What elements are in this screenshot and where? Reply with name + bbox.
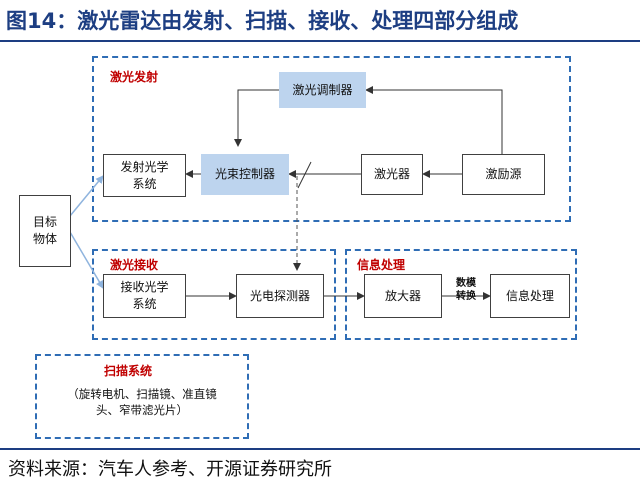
group-receiving-label: 激光接收	[110, 258, 159, 272]
adc-note-line-1: 数模	[456, 278, 476, 289]
group-processing	[345, 249, 577, 340]
link-target-to-rx-optics	[69, 231, 104, 289]
node-amplifier-label: 放大器	[384, 288, 421, 303]
node-target-line-1: 目标	[32, 215, 57, 229]
group-processing-label: 信息处理	[357, 258, 406, 272]
node-laser-modulator-label: 激光调制器	[292, 82, 353, 97]
node-tx-optics-line-1: 发射光学	[120, 159, 169, 174]
node-target-object: 目标 物体	[19, 195, 71, 267]
group-emission-label: 激光发射	[110, 70, 159, 84]
node-photodetector: 光电探测器	[236, 274, 324, 318]
node-info-processing-label: 信息处理	[505, 288, 554, 303]
link-target-to-tx-optics	[69, 175, 104, 217]
node-target-line-2: 物体	[32, 232, 57, 246]
link-excitation-to-modulator	[365, 86, 503, 154]
node-rx-optics-line-2: 系统	[132, 297, 157, 311]
node-tx-optics-line-2: 系统	[132, 176, 157, 191]
figure-title: 图14：激光雷达由发射、扫描、接收、处理四部分组成	[6, 9, 519, 33]
node-rx-optics-line-1: 接收光学	[120, 280, 169, 294]
scanning-desc-line-1: （旋转电机、扫描镜、准直镜	[67, 387, 217, 401]
title-divider	[0, 40, 640, 42]
scanning-desc-line-2: 头、窄带滤光片）	[96, 403, 188, 417]
group-emission	[92, 56, 571, 222]
adc-note: 数模 转换	[446, 277, 486, 303]
source-divider	[0, 448, 640, 450]
scanning-components-desc: （旋转电机、扫描镜、准直镜 头、窄带滤光片）	[40, 386, 244, 418]
link-modulator-to-beam-ctrl	[234, 89, 279, 147]
node-photodetector-label: 光电探测器	[249, 288, 310, 303]
node-laser: 激光器	[361, 154, 423, 195]
adc-note-line-2: 转换	[456, 291, 476, 302]
node-tx-optics: 发射光学 系统	[103, 154, 186, 197]
group-receiving	[92, 249, 336, 340]
group-scanning-label: 扫描系统	[104, 364, 153, 378]
node-amplifier: 放大器	[364, 274, 442, 318]
node-rx-optics: 接收光学 系统	[103, 274, 186, 318]
figure-source: 资料来源：汽车人参考、开源证券研究所	[8, 459, 332, 480]
node-beam-controller: 光束控制器	[201, 154, 289, 195]
node-excitation-source-label: 激励源	[485, 167, 522, 181]
node-excitation-source: 激励源	[462, 154, 545, 195]
node-info-processing: 信息处理	[490, 274, 570, 318]
group-scanning	[35, 354, 249, 439]
node-laser-modulator: 激光调制器	[279, 72, 366, 108]
node-beam-controller-label: 光束控制器	[214, 167, 275, 181]
link-tick-mark	[297, 161, 312, 189]
node-laser-label: 激光器	[373, 167, 410, 181]
